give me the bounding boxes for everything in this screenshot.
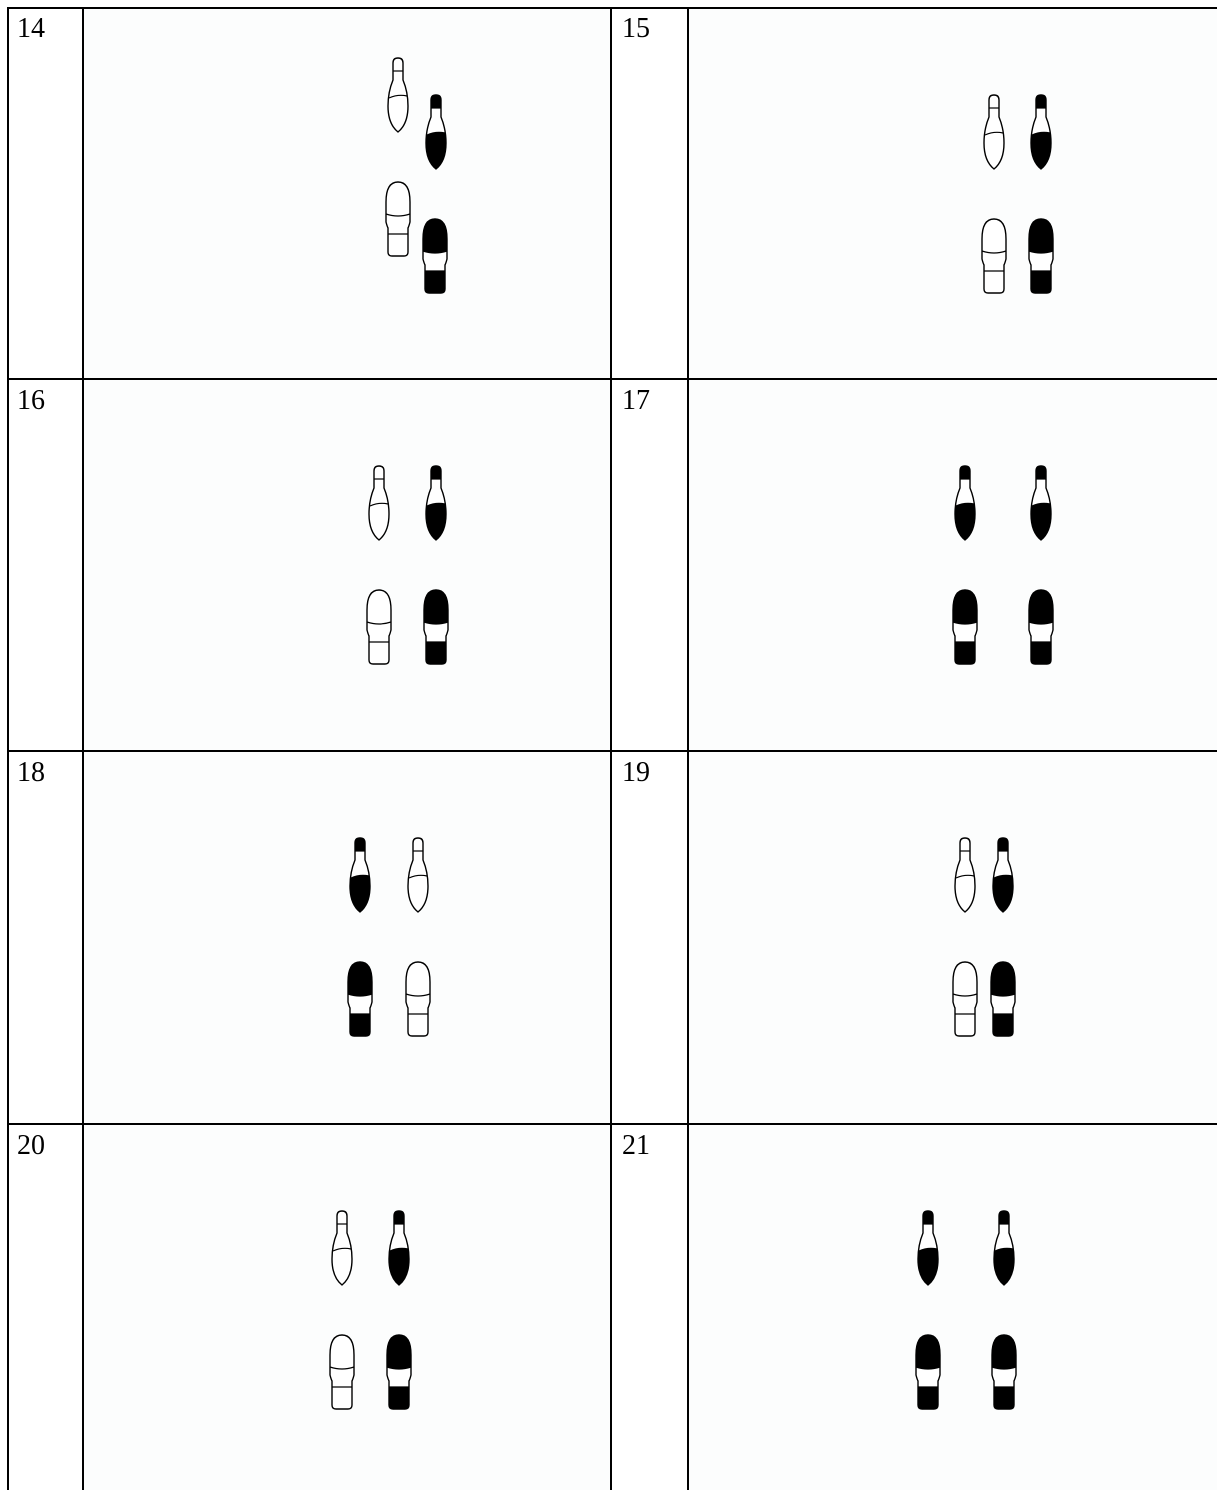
- man-left-footprint-free: [982, 219, 1006, 293]
- woman-right-footprint-weighted: [426, 466, 446, 540]
- woman-right-footprint-weighted: [426, 95, 446, 169]
- step-number: 17: [622, 386, 688, 416]
- footprint-cell: [84, 9, 610, 378]
- woman-left-footprint-free: [984, 95, 1004, 169]
- step-number: 16: [17, 386, 83, 416]
- step-number: 20: [17, 1131, 83, 1161]
- step-number: 15: [622, 14, 688, 44]
- footprint-cell: [84, 380, 610, 750]
- step-number: 18: [17, 758, 83, 788]
- woman-left-footprint-free: [388, 58, 408, 132]
- woman-left-footprint-free: [369, 466, 389, 540]
- man-right-footprint-weighted: [1029, 590, 1053, 664]
- woman-left-footprint-weighted: [955, 466, 975, 540]
- woman-right-footprint-weighted: [994, 1211, 1014, 1285]
- table-column-divider: [610, 7, 612, 1490]
- woman-right-footprint-weighted: [1031, 95, 1051, 169]
- man-left-footprint-weighted: [953, 590, 977, 664]
- footprint-cell: [689, 9, 1217, 378]
- woman-left-footprint-free: [955, 838, 975, 912]
- man-left-footprint-weighted: [348, 962, 372, 1036]
- footprint-cell: [689, 380, 1217, 750]
- man-left-footprint-weighted: [916, 1335, 940, 1409]
- man-left-footprint-free: [386, 182, 410, 256]
- woman-left-footprint-weighted: [918, 1211, 938, 1285]
- woman-right-footprint-weighted: [1031, 466, 1051, 540]
- woman-left-footprint-free: [332, 1211, 352, 1285]
- woman-left-footprint-weighted: [350, 838, 370, 912]
- footprint-cell: [689, 752, 1217, 1123]
- footprint-diagram: [689, 380, 1217, 750]
- step-number: 21: [622, 1131, 688, 1161]
- man-left-footprint-free: [330, 1335, 354, 1409]
- man-left-footprint-free: [367, 590, 391, 664]
- man-right-footprint-weighted: [424, 590, 448, 664]
- footprint-diagram: [84, 380, 610, 750]
- woman-right-footprint-weighted: [389, 1211, 409, 1285]
- woman-right-footprint-free: [408, 838, 428, 912]
- man-right-footprint-weighted: [991, 962, 1015, 1036]
- footprint-diagram: [689, 9, 1217, 378]
- footprint-diagram: [689, 752, 1217, 1123]
- footprint-cell: [84, 752, 610, 1123]
- footprint-diagram: [689, 1125, 1217, 1490]
- footprint-cell: [84, 1125, 610, 1490]
- step-number: 19: [622, 758, 688, 788]
- man-right-footprint-free: [406, 962, 430, 1036]
- man-left-footprint-free: [953, 962, 977, 1036]
- table-border-left: [7, 7, 9, 1490]
- footprint-diagram: [84, 9, 610, 378]
- footprint-cell: [689, 1125, 1217, 1490]
- man-right-footprint-weighted: [387, 1335, 411, 1409]
- man-right-footprint-weighted: [992, 1335, 1016, 1409]
- step-number: 14: [17, 14, 83, 44]
- footprint-diagram: [84, 1125, 610, 1490]
- woman-right-footprint-weighted: [993, 838, 1013, 912]
- man-right-footprint-weighted: [1029, 219, 1053, 293]
- man-right-footprint-weighted: [423, 219, 447, 293]
- footprint-diagram: [84, 752, 610, 1123]
